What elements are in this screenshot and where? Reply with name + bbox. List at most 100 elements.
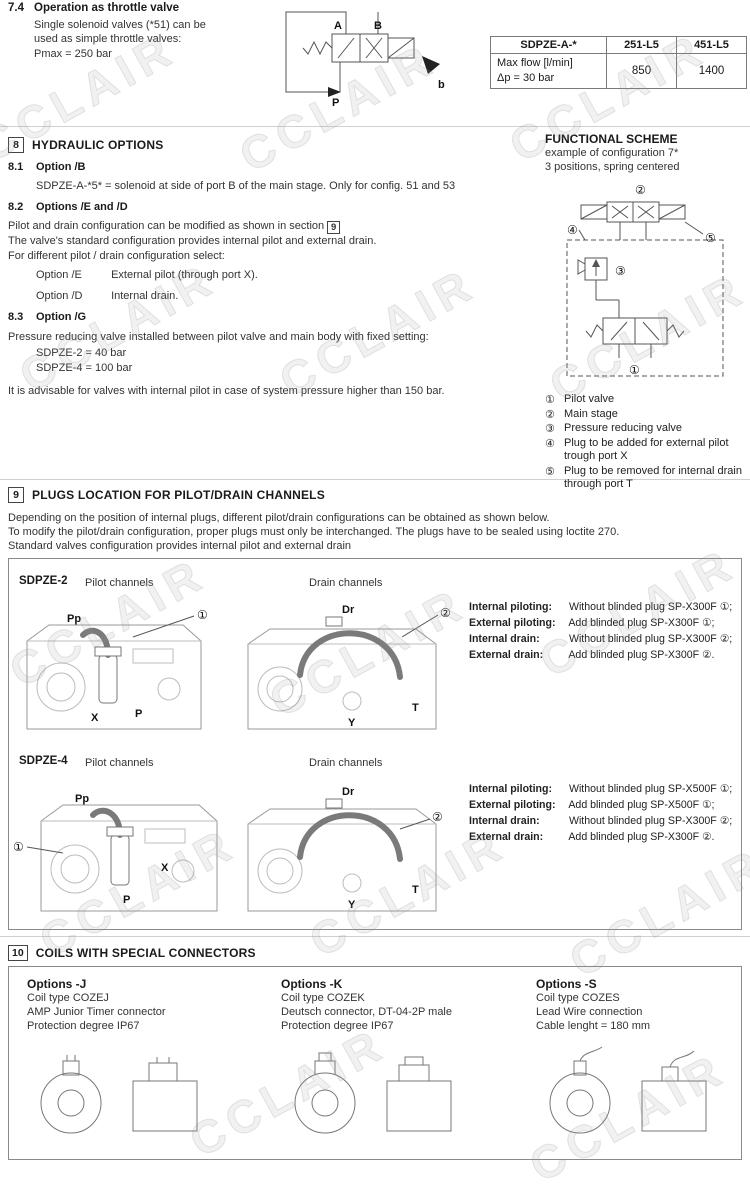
section-title: Operation as throttle valve — [34, 2, 180, 14]
coils-box: Options -J Coil type COZEJ AMP Junior Ti… — [8, 966, 742, 1160]
section-8-numbox: 8 — [8, 137, 24, 153]
callout-4: ④ — [567, 223, 578, 237]
section-9-ref-box: 9 — [327, 221, 341, 234]
callout-3: ③ — [615, 264, 626, 278]
option-k-line2: Deutsch connector, DT-04-2P male — [281, 1006, 452, 1018]
callout-5: ⑤ — [705, 231, 716, 245]
spec-label: External piloting: — [469, 617, 556, 629]
max-flow-451: 1400 — [676, 53, 747, 89]
option-d-text: Internal drain. — [111, 290, 179, 302]
sdpze2-pilot-drawing: Pp X P ① — [26, 608, 208, 730]
option-s-line3: Cable lenght = 180 mm — [536, 1020, 651, 1032]
functional-scheme: FUNCTIONAL SCHEME example of configurati… — [545, 132, 745, 493]
port-x-label: X — [91, 712, 99, 724]
legend-item: ① Pilot valve — [545, 393, 745, 407]
spec-text: Add blinded plug SP-X500F ①; — [568, 799, 715, 811]
section-10-heading: 10 COILS WITH SPECIAL CONNECTORS — [8, 945, 256, 961]
drain-channels-label: Drain channels — [309, 577, 383, 589]
spec-row: External piloting: Add blinded plug SP-X… — [469, 615, 732, 631]
coil-option-s: Options -S Coil type COZES Lead Wire con… — [536, 977, 736, 1033]
section-8-2-line2: The valve's standard configuration provi… — [8, 235, 377, 247]
legend-item: ④ Plug to be added for external pilot tr… — [545, 437, 745, 464]
option-j-line2: AMP Junior Timer connector — [27, 1006, 166, 1018]
sdpze4-pilot-drawing: Pp X P ① — [13, 793, 218, 912]
table-header-451: 451-L5 — [676, 36, 747, 54]
legend-text: Pilot valve — [564, 393, 615, 405]
spec-row: Internal piloting: Without blinded plug … — [469, 599, 732, 615]
port-p-label: P — [332, 97, 339, 109]
spec-text: Without blinded plug SP-X500F ①; — [568, 783, 733, 795]
section-8-3-line3: SDPZE-4 = 100 bar — [36, 362, 133, 374]
option-j-title: Options -J — [27, 977, 87, 991]
option-s-title: Options -S — [536, 977, 597, 991]
section-divider — [0, 479, 750, 480]
spec-label: Internal drain: — [469, 815, 540, 827]
drain-channels-label: Drain channels — [309, 757, 383, 769]
section-8-2-heading: 8.2 Options /E and /D — [8, 201, 128, 213]
option-k-line1: Coil type COZEK — [281, 992, 365, 1004]
section-8-2-line1: Pilot and drain configuration can be mod… — [8, 219, 528, 234]
legend-text: Plug to be added for external pilot trou… — [564, 436, 729, 463]
port-p-label: P — [135, 708, 142, 720]
pilot-channels-label: Pilot channels — [85, 757, 154, 769]
max-flow-label: Max flow [l/min] — [497, 57, 573, 69]
max-flow-label-cell: Max flow [l/min] Δp = 30 bar — [490, 53, 607, 89]
coil-j-drawing — [40, 1055, 198, 1134]
section-8-title: HYDRAULIC OPTIONS — [32, 138, 164, 152]
spec-label: External piloting: — [469, 799, 556, 811]
option-d-row: Option /D Internal drain. — [36, 289, 178, 303]
spec-row: External drain: Add blinded plug SP-X300… — [469, 829, 732, 845]
callout-2: ② — [440, 606, 451, 620]
spec-text: Without blinded plug SP-X300F ②; — [568, 815, 733, 827]
section-8-1-heading: 8.1 Option /B — [8, 161, 86, 173]
section-9-heading: 9 PLUGS LOCATION FOR PILOT/DRAIN CHANNEL… — [8, 487, 325, 503]
spec-text: Add blinded plug SP-X300F ②. — [568, 649, 715, 661]
section-8-3-number: 8.3 — [8, 311, 24, 323]
model-label: SDPZE-4 — [19, 755, 68, 767]
table-header-model: SDPZE-A-* — [490, 36, 607, 54]
legend-text: Plug to be removed for internal drain th… — [564, 464, 742, 491]
section-9-p3: Standard valves configuration provides i… — [8, 540, 352, 552]
table-header-row: SDPZE-A-* 251-L5 451-L5 — [490, 36, 747, 54]
pilot-channels-label: Pilot channels — [85, 577, 154, 589]
section-8-2-title: Options /E and /D — [36, 201, 128, 213]
coil-option-j: Options -J Coil type COZEJ AMP Junior Ti… — [27, 977, 267, 1033]
section-8-3-heading: 8.3 Option /G — [8, 311, 86, 323]
functional-scheme-diagram: ② ④ ⑤ ③ ① — [566, 183, 724, 377]
spec-text: Add blinded plug SP-X300F ①; — [568, 617, 715, 629]
option-s-line1: Coil type COZES — [536, 992, 620, 1004]
legend-text: Main stage — [564, 407, 618, 420]
functional-scheme-legend: ① Pilot valve ② Main stage ③ Pressure re… — [545, 393, 745, 492]
section-9-p2: To modify the pilot/drain configuration,… — [8, 526, 620, 538]
delta-p-label: Δp = 30 bar — [497, 72, 555, 84]
section-8-3-line4: It is advisable for valves with internal… — [8, 385, 445, 397]
port-b-label: B — [374, 20, 382, 32]
section-9-p1: Depending on the position of internal pl… — [8, 512, 550, 524]
throttle-valve-schematic: A B P b — [285, 11, 445, 109]
option-e-text: External pilot (through port X). — [111, 269, 258, 281]
port-pp-label: Pp — [67, 613, 81, 625]
solenoid-b-label: b — [438, 79, 445, 91]
port-dr-label: Dr — [342, 604, 355, 616]
port-p-label: P — [123, 894, 130, 906]
section-divider — [0, 126, 750, 127]
section-divider — [0, 936, 750, 937]
callout-2: ② — [432, 810, 443, 824]
section-9-title: PLUGS LOCATION FOR PILOT/DRAIN CHANNELS — [32, 488, 325, 502]
port-dr-label: Dr — [342, 786, 355, 798]
section-8-3-line1: Pressure reducing valve installed betwee… — [8, 331, 429, 343]
option-j-line3: Protection degree IP67 — [27, 1020, 140, 1032]
legend-text: Pressure reducing valve — [564, 422, 683, 434]
section-7-4: 7.4 Operation as throttle valve Single s… — [8, 2, 226, 61]
callout-1: ① — [13, 840, 24, 854]
section-8-3-title: Option /G — [36, 311, 87, 323]
spec-text: Without blinded plug SP-X300F ②; — [568, 633, 733, 645]
section-8-3-line2: SDPZE-2 = 40 bar — [36, 347, 127, 359]
port-a-label: A — [334, 20, 342, 32]
functional-scheme-sub2: 3 positions, spring centered — [545, 161, 680, 173]
legend-num: ③ — [545, 422, 555, 435]
spec-label: Internal drain: — [469, 633, 540, 645]
table-header-251: 251-L5 — [606, 36, 677, 54]
callout-1: ① — [197, 608, 208, 622]
